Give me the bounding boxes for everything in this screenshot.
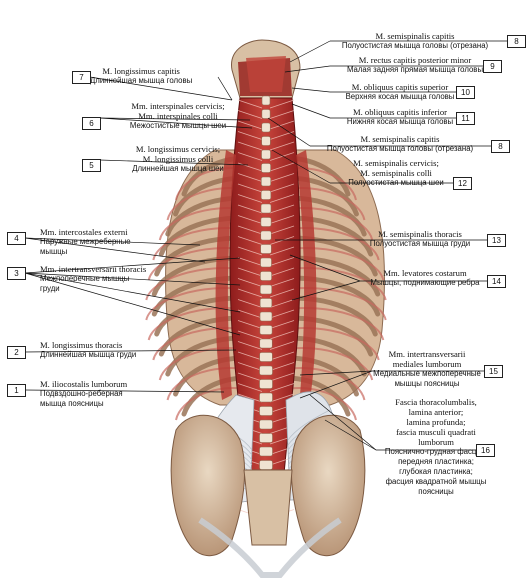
label-latin: M. obliquus capitis superior: [351, 82, 449, 92]
num-box-7: 7: [72, 71, 91, 84]
num-box-11: 11: [456, 112, 475, 125]
label-latin: M. semispinalis capitis: [375, 31, 455, 41]
label-8-top: M. semispinalis capitis Полуостистая мыш…: [330, 31, 500, 51]
label-16: Fascia thoracolumbalis, lamina anterior;…: [384, 397, 488, 496]
num-box-10: 10: [456, 86, 475, 99]
label-russian: Верхняя косая мышца головы: [345, 92, 455, 101]
label-13: M. semispinalis thoracis Полуостистая мы…: [360, 229, 480, 249]
label-10: M. obliquus capitis superior Верхняя кос…: [330, 82, 470, 102]
num-box-16: 16: [476, 444, 495, 457]
label-9: M. rectus capitis posterior minor Малая …: [330, 55, 500, 75]
label-russian: Длиннейшая мышца шеи: [132, 164, 224, 173]
num-box-8-bottom: 8: [491, 140, 510, 153]
label-latin: M. iliocostalis lumborum: [40, 379, 128, 389]
label-2: M. longissimus thoracis Длиннейшая мышца…: [40, 340, 136, 360]
label-6: Mm. interspinales cervicis; Mm. interspi…: [113, 101, 243, 131]
num-box-2: 2: [7, 346, 26, 359]
label-14: Mm. levatores costarum Мышцы, поднимающи…: [360, 268, 490, 288]
label-latin: M. longissimus capitis: [102, 66, 180, 76]
label-latin: Mm. intercostales externi: [40, 227, 128, 237]
label-latin: M. semispinalis capitis: [360, 134, 440, 144]
label-russian: Малая задняя прямая мышца головы: [346, 65, 484, 74]
label-15: Mm. intertransversarii mediales lumborum…: [373, 349, 481, 388]
label-russian: Длиннейшая мышца груди: [40, 350, 137, 359]
label-1: M. iliocostalis lumborum Подвздошно-ребе…: [40, 379, 128, 408]
label-latin: M. rectus capitis posterior minor: [358, 55, 472, 65]
label-11: M. obliquus capitis inferior Нижняя коса…: [330, 107, 470, 127]
num-box-1: 1: [7, 384, 26, 397]
label-latin: Mm. levatores costarum: [383, 268, 467, 278]
label-russian: Полуостистая мышца головы (отрезана): [326, 144, 474, 153]
label-latin: M. longissimus thoracis: [40, 340, 123, 350]
vertebral-column: [259, 95, 273, 497]
label-russian: Нижняя косая мышца головы: [346, 117, 454, 126]
num-box-9: 9: [483, 60, 502, 73]
num-box-8-top: 8: [507, 35, 526, 48]
label-3: Mm. intertransversarii thoracis Межпопер…: [40, 264, 147, 293]
num-box-13: 13: [487, 234, 506, 247]
label-russian: Длиннейшая мышца головы: [90, 76, 193, 85]
label-latin: M. obliquus capitis inferior: [352, 107, 448, 117]
label-russian: Мышцы, поднимающие ребра: [370, 278, 480, 287]
label-4: Mm. intercostales externi Наружные межре…: [40, 227, 131, 256]
label-latin: Mm. intertransversarii thoracis: [40, 264, 147, 274]
label-5: M. longissimus cervicis; M. longissimus …: [108, 144, 248, 174]
label-russian: Полуостистая мышца головы (отрезана): [341, 41, 489, 50]
leader-lines: [24, 40, 507, 451]
label-russian: Полуостистая мышца шеи: [348, 178, 444, 187]
num-box-15: 15: [484, 365, 503, 378]
num-box-4: 4: [7, 232, 26, 245]
num-box-3: 3: [7, 267, 26, 280]
num-box-6: 6: [82, 117, 101, 130]
label-russian: Межостистые мышцы шеи: [129, 121, 227, 130]
label-latin: M. semispinalis thoracis: [378, 229, 462, 239]
label-7: M. longissimus capitis Длиннейшая мышца …: [90, 66, 192, 86]
num-box-5: 5: [82, 159, 101, 172]
pelvis: [170, 414, 366, 578]
num-box-14: 14: [487, 275, 506, 288]
label-russian: Полуостистая мышца груди: [369, 239, 471, 248]
num-box-12: 12: [453, 177, 472, 190]
skull-base: [231, 39, 301, 99]
label-12: M. semispinalis cervicis; M. semispinali…: [326, 158, 466, 188]
label-8-bottom: M. semispinalis capitis Полуостистая мыш…: [300, 134, 500, 154]
